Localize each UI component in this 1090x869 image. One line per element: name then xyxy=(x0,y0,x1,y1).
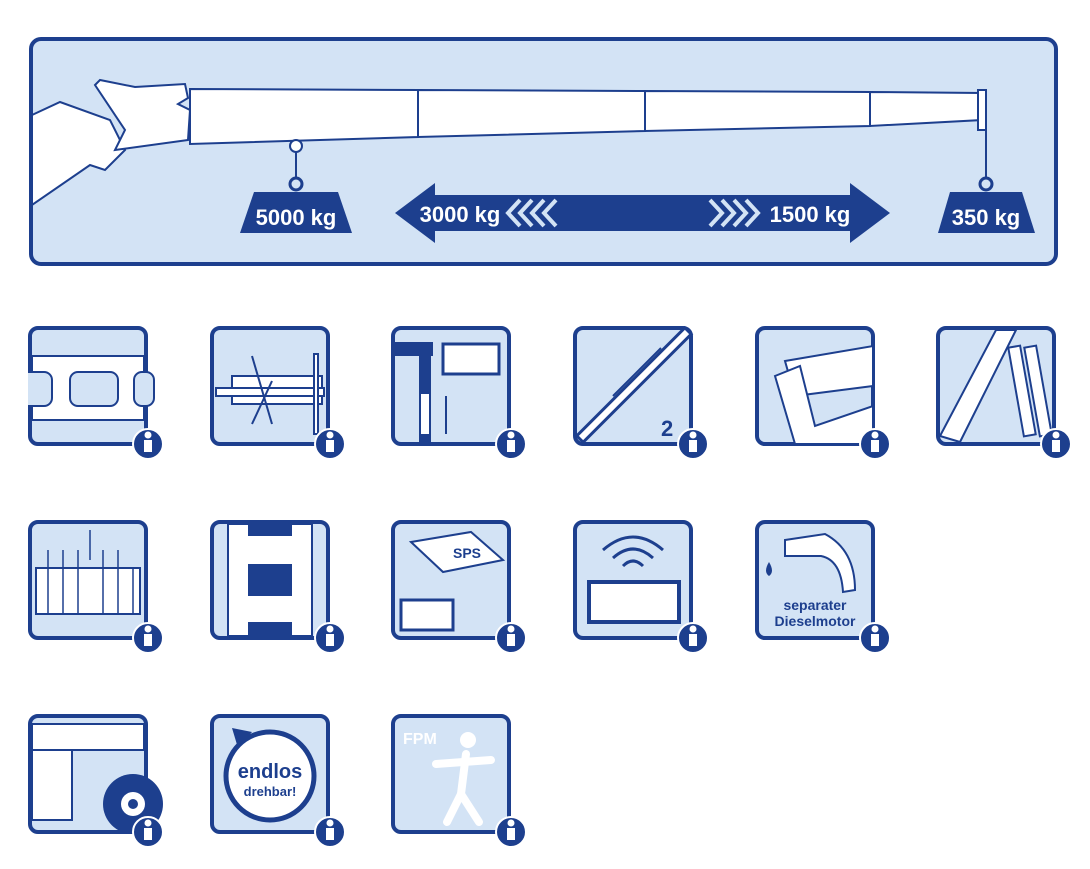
crane-hand-icon xyxy=(31,78,192,207)
hydraulic-cylinder-icon[interactable] xyxy=(936,326,1076,466)
mid-left-load-label: 3000 kg xyxy=(420,202,501,227)
tip-weight xyxy=(938,192,1035,233)
base-load-label: 5000 kg xyxy=(256,205,337,230)
knuckle-joint-icon[interactable] xyxy=(755,326,895,466)
boom-extension-icon[interactable]: 2 xyxy=(573,326,713,466)
fall-protection-icon[interactable]: FPM xyxy=(391,714,531,854)
tip-load-label: 350 kg xyxy=(952,205,1021,230)
extension-arrow xyxy=(395,183,890,243)
remote-height-control-icon[interactable] xyxy=(391,326,531,466)
rotation-label-2: drehbar! xyxy=(244,784,297,799)
mid-right-load-label: 1500 kg xyxy=(770,202,851,227)
tip-hook-icon xyxy=(978,130,994,192)
rail-profile-icon[interactable] xyxy=(28,326,168,466)
lift-grid-icon[interactable] xyxy=(28,520,168,660)
outrigger-support-icon[interactable] xyxy=(210,326,350,466)
crane-boom xyxy=(189,87,987,146)
chevrons-icon xyxy=(505,198,761,228)
boom-count-label: 2 xyxy=(661,416,673,441)
rotation-label-1: endlos xyxy=(238,761,302,783)
truck-cab-icon[interactable] xyxy=(28,714,168,854)
diesel-engine-icon[interactable]: separater Dieselmotor xyxy=(755,520,895,660)
crane-capacity-banner: 5000 kg 3000 kg 1500 kg 350 kg xyxy=(29,37,1058,266)
base-weight xyxy=(240,192,352,233)
diesel-label-2: Dieselmotor xyxy=(775,613,856,629)
sps-control-icon[interactable]: SPS xyxy=(391,520,531,660)
chain-track-icon[interactable] xyxy=(210,520,350,660)
sps-label: SPS xyxy=(453,545,481,561)
endless-rotation-icon[interactable]: endlos drehbar! xyxy=(210,714,350,854)
radio-remote-icon[interactable] xyxy=(573,520,713,660)
diesel-label-1: separater xyxy=(783,597,847,613)
base-hook-icon xyxy=(288,139,304,192)
fpm-label: FPM xyxy=(403,731,437,748)
